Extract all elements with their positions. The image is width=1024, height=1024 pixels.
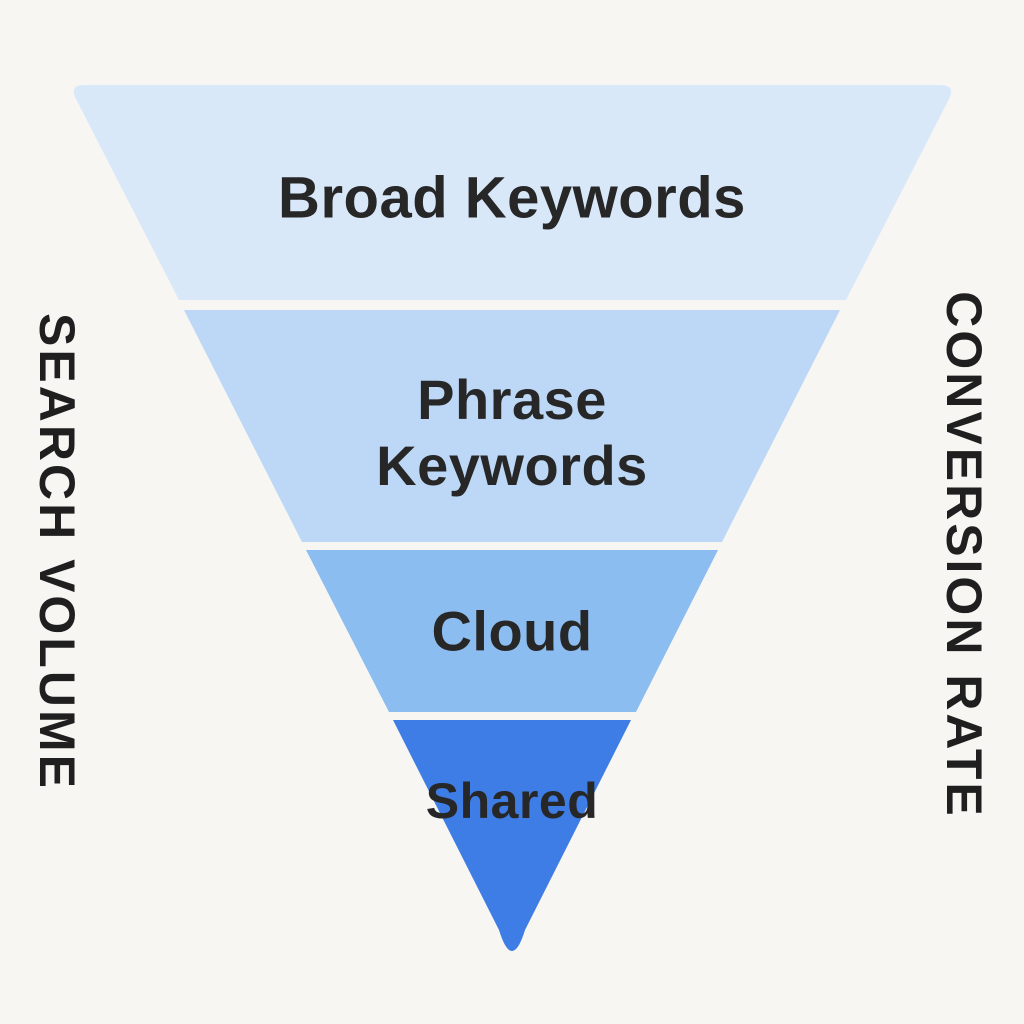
funnel-tier-2-label: Phrase Keywords: [376, 367, 648, 497]
funnel-tier-1-shape: [73, 85, 952, 300]
funnel-tier-3-shape: [306, 550, 718, 712]
funnel-tier-1-label: Broad Keywords: [278, 165, 746, 231]
funnel-tier-4-shape: [393, 720, 631, 951]
funnel-tier-2-shape: [184, 310, 840, 542]
left-axis-label: SEARCH VOLUME: [29, 313, 85, 791]
funnel-tier-3-label: Cloud: [431, 599, 593, 663]
funnel-tier-4-label: Shared: [425, 773, 599, 829]
right-axis-label: CONVERSION RATE: [936, 291, 992, 819]
